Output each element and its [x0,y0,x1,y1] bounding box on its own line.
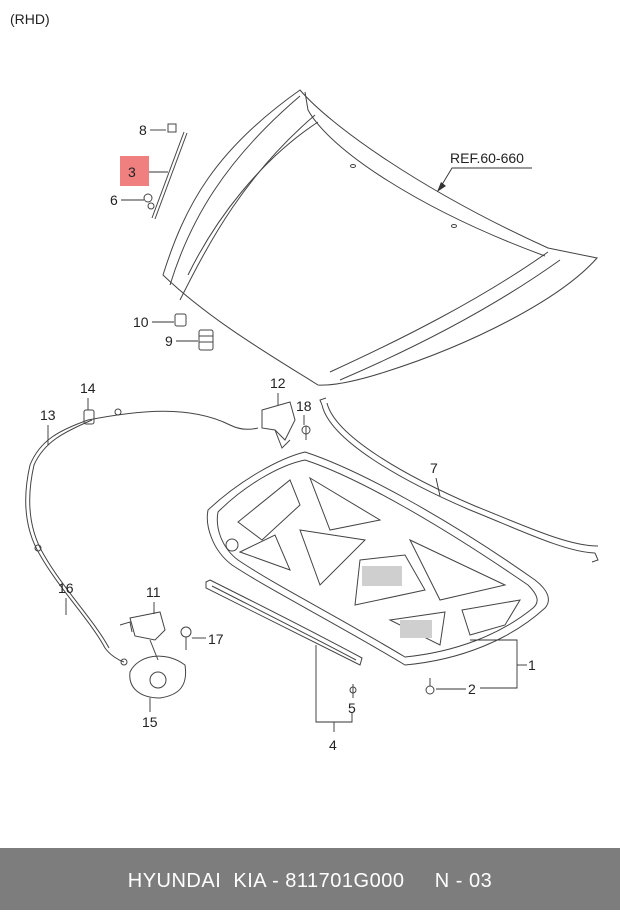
callout-15: 15 [142,714,158,730]
callout-8: 8 [139,122,147,138]
hood-panel [162,89,598,386]
callout-4: 4 [329,737,337,753]
callout-14: 14 [80,380,96,396]
callout-6: 6 [110,192,118,208]
hood-latch [119,611,187,699]
footer-page: N - 03 [434,870,493,892]
weatherstrip [319,397,599,563]
release-cable [25,408,259,666]
rhd-note: (RHD) [10,11,50,27]
callout-1: 1 [528,657,536,673]
release-handle [261,401,311,449]
ref-callout: REF.60-660 [437,150,532,192]
callout-9: 9 [165,333,173,349]
footer-bar: HYUNDAI KIA - 811701G000 N - 03 [0,848,620,910]
callout-3: 3 [128,164,136,180]
callout-2: 2 [468,681,476,697]
callout-18: 18 [296,398,312,414]
callout-10: 10 [133,314,149,330]
svg-text:REF.60-660: REF.60-660 [450,150,524,166]
insulator-clip [425,678,435,695]
callout-11: 11 [146,584,161,600]
hood-stay-rod [143,123,188,220]
hood-insulator [206,451,549,666]
cable-clip [83,409,95,425]
part-number-text: HYUNDAI KIA - 811701G000 N - 03 [0,848,620,910]
footer-brand: HYUNDAI KIA - 811701G000 [127,870,405,892]
hood-bumpers [174,313,214,351]
seal-clip [349,684,357,698]
latch-bolt [180,626,192,650]
callout-13: 13 [40,407,56,423]
callout-16: 16 [58,580,74,596]
callout-7: 7 [430,460,438,476]
highlight-box [120,156,149,186]
callout-12: 12 [270,375,286,391]
callout-5: 5 [348,700,356,716]
callout-17: 17 [208,631,224,647]
seal-strip [205,579,363,666]
parts-diagram: (RHD) REF.60-660 3 8 6 10 9 [10,11,599,753]
